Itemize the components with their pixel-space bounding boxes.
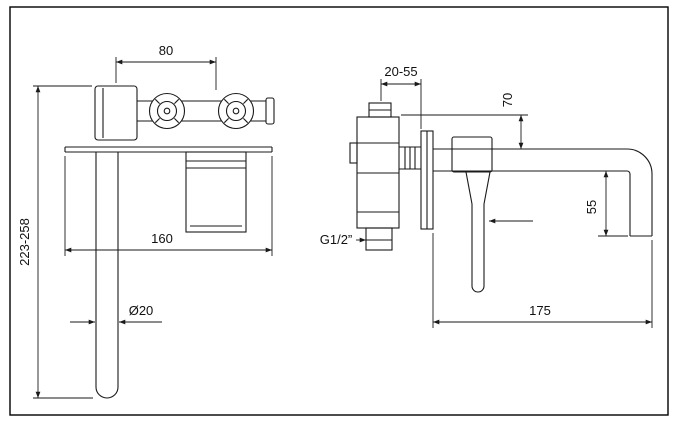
lever-handle-side bbox=[451, 136, 493, 293]
spout-side bbox=[433, 148, 653, 237]
dim-label-70: 70 bbox=[500, 93, 515, 107]
dimension-223-258: 223-258 bbox=[17, 85, 93, 399]
inlet-stub bbox=[365, 227, 393, 251]
dim-label-55: 55 bbox=[584, 200, 599, 214]
dim-label-223-258: 223-258 bbox=[17, 218, 32, 266]
dimension-70: 70 bbox=[401, 93, 528, 150]
spout-mount-block bbox=[94, 85, 138, 141]
wall-plate-side bbox=[420, 130, 434, 230]
dimension-175: 175 bbox=[432, 233, 653, 328]
handle-knob-left bbox=[148, 92, 186, 130]
handle-knob-right bbox=[217, 92, 255, 130]
threaded-stem bbox=[399, 146, 421, 170]
valve-body-side bbox=[349, 102, 400, 251]
dimension-160: 160 bbox=[64, 156, 273, 256]
side-view: 20-55 70 55 G1/2” 175 bbox=[320, 64, 653, 328]
dimension-spout-diameter: Ø20 bbox=[70, 303, 162, 325]
dim-label-175: 175 bbox=[529, 303, 551, 318]
dim-label-160: 160 bbox=[151, 231, 173, 246]
mixer-body-front bbox=[185, 151, 247, 233]
spout-tube-front bbox=[95, 152, 119, 399]
dim-label-20-55: 20-55 bbox=[384, 64, 417, 79]
dimension-20-55: 20-55 bbox=[380, 64, 422, 129]
wall-plate-front bbox=[64, 146, 273, 153]
thread-label: G1/2” bbox=[320, 232, 366, 247]
drawing-border bbox=[9, 6, 669, 416]
dim-label-diameter-20: Ø20 bbox=[129, 303, 154, 318]
dimension-55: 55 bbox=[584, 170, 628, 237]
dimension-80: 80 bbox=[115, 43, 217, 90]
front-view: 80 223-258 160 Ø20 bbox=[17, 43, 275, 399]
dim-label-thread: G1/2” bbox=[320, 232, 353, 247]
dim-label-80: 80 bbox=[159, 43, 173, 58]
